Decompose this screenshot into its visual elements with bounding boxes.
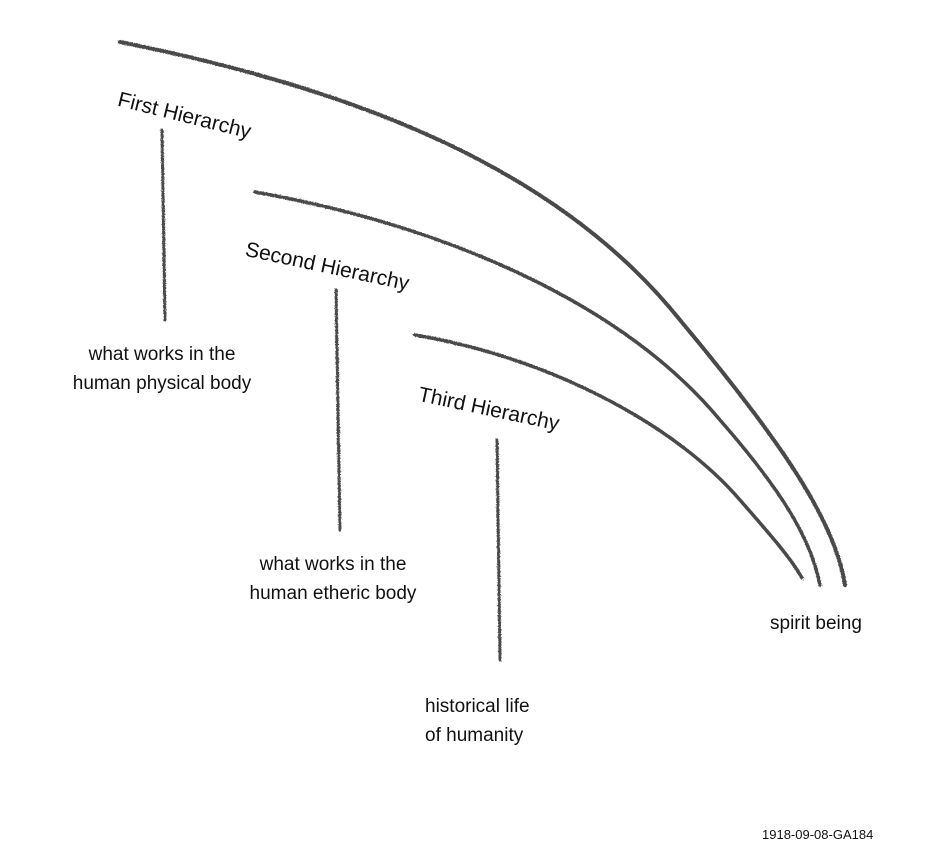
physical-body-line-1: what works in the <box>88 344 236 365</box>
physical-body-line-2: human physical body <box>72 373 252 394</box>
etheric-body-label: what works in the human etheric body <box>218 550 448 608</box>
etheric-body-line-1: what works in the <box>259 554 407 575</box>
historical-life-label: historical life of humanity <box>425 692 530 750</box>
second-hierarchy-arc <box>253 190 822 587</box>
etheric-body-line-2: human etheric body <box>249 583 417 604</box>
third-hierarchy-arc <box>413 333 804 580</box>
historical-life-line-2: of humanity <box>425 725 524 746</box>
third-hierarchy-vertical-line <box>495 438 502 662</box>
first-hierarchy-arc <box>118 40 847 587</box>
first-hierarchy-vertical-line <box>160 128 167 322</box>
historical-life-line-1: historical life <box>425 696 530 717</box>
second-hierarchy-vertical-line <box>334 288 342 532</box>
reference-label: 1918-09-08-GA184 <box>762 827 874 842</box>
physical-body-label: what works in the human physical body <box>47 340 277 398</box>
spirit-being-label: spirit being <box>770 613 862 634</box>
